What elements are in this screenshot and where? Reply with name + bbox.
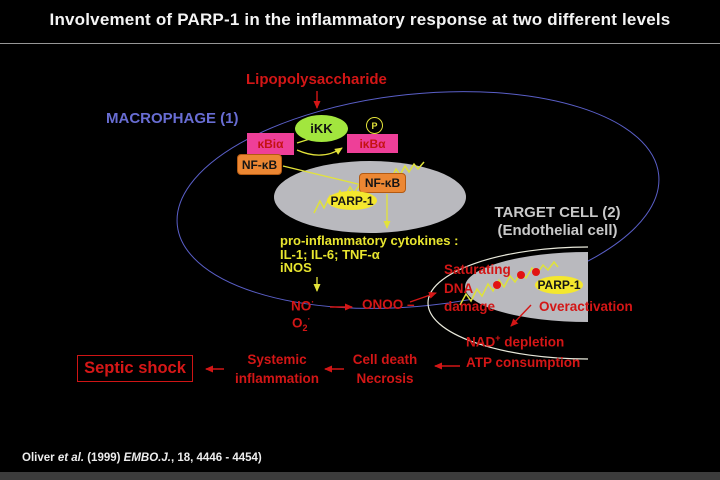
cell-death-label: Cell death Necrosis xyxy=(352,352,418,386)
dna-damage-dot xyxy=(517,271,525,279)
superoxide-label: O2· xyxy=(292,314,311,334)
kbia-box: κBiα xyxy=(247,133,294,155)
dna-damage-dot xyxy=(532,268,540,276)
parp1-nucleus-ellipse: PARP-1 xyxy=(327,191,377,210)
cytokines-text: pro-inflammatory cytokines : IL-1; IL-6;… xyxy=(280,234,458,275)
macrophage-label: MACROPHAGE (1) xyxy=(106,110,239,127)
parp1-target-ellipse: PARP-1 xyxy=(535,276,583,294)
macrophage-outline xyxy=(176,91,660,309)
overactivation-label: Overactivation xyxy=(539,299,633,314)
target-cell-line2: (Endothelial cell) xyxy=(497,221,618,239)
slide-title: Involvement of PARP-1 in the inflammator… xyxy=(49,10,671,29)
phospho-circle: P xyxy=(366,117,383,134)
nad-depletion-label: NAD+ depletion xyxy=(466,333,565,350)
title-divider xyxy=(0,43,720,44)
nfkb-translocation-arrow xyxy=(282,165,367,188)
bottom-bar xyxy=(0,472,720,480)
cytokines-line2: IL-1; IL-6; TNF-α xyxy=(280,246,380,262)
lipopolysaccharide-label: Lipopolysaccharide xyxy=(246,71,387,88)
nfkb-nucleus-box: NF-κB xyxy=(359,173,406,193)
ikk-ellipse: iKK xyxy=(295,115,348,142)
cytokines-line1: pro-inflammatory cytokines : xyxy=(280,233,459,248)
cytokines-line3: iNOS xyxy=(280,260,312,275)
overactivation-arrow xyxy=(510,304,532,327)
target-cell-line1: TARGET CELL (2) xyxy=(494,204,621,221)
nfkb-cytoplasm-box: NF-κB xyxy=(237,154,282,175)
atp-consumption-label: ATP consumption xyxy=(466,355,581,370)
ikba-box: iκBα xyxy=(347,134,398,153)
target-cell-label: TARGET CELL (2) (Endothelial cell) xyxy=(470,204,645,239)
dna-damage-text: Saturating DNA damage xyxy=(444,262,511,314)
systemic-inflammation-label: Systemic inflammation xyxy=(234,352,319,386)
citation: Oliver et al. (1999) EMBO.J., 18, 4446 -… xyxy=(22,452,262,464)
septic-shock-box: Septic shock xyxy=(77,355,193,382)
kbia-to-ikba-arrow xyxy=(296,147,343,156)
peroxynitrite-label: ONOO – xyxy=(362,297,415,312)
no-radical-label: NO· xyxy=(291,297,315,314)
